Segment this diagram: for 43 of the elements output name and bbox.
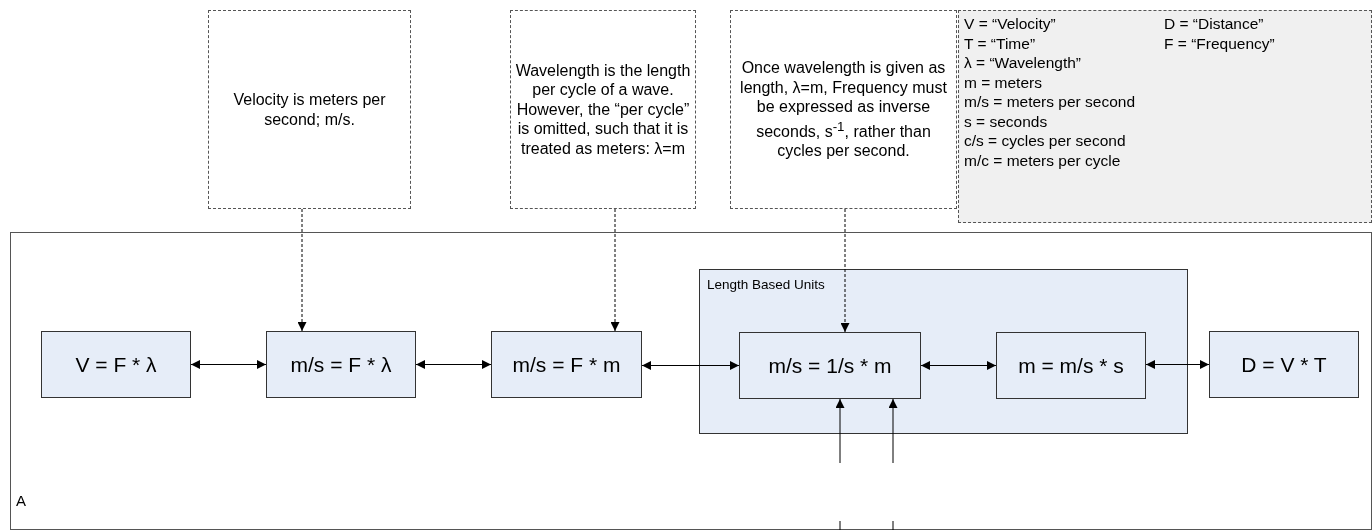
arrow — [1145, 360, 1210, 369]
arrow — [297, 208, 307, 332]
equation-box — [266, 331, 416, 398]
arrow — [415, 360, 492, 369]
equation-box — [1209, 331, 1359, 398]
equation-text: V = F * λ — [75, 352, 157, 377]
key-entry: c/s = cycles per second — [964, 131, 1127, 151]
note-box — [510, 10, 696, 209]
frame-box — [10, 232, 1372, 530]
equation-text: D = V * T — [1241, 352, 1327, 377]
note-text: Velocity is meters per second; m/s. — [232, 90, 387, 129]
group-label: Length Based Units — [707, 277, 825, 292]
arrow — [888, 398, 898, 464]
note-box — [208, 10, 411, 209]
key-entry: m = meters — [964, 72, 1043, 92]
key-entry: m/s = meters per second — [964, 92, 1136, 112]
arrow — [920, 361, 997, 370]
key-entry: D = “Distance” — [1164, 14, 1265, 34]
equation-box — [491, 331, 642, 398]
key-entry: m/c = meters per cycle — [964, 150, 1122, 170]
equation-text: m/s = F * λ — [290, 352, 392, 377]
key-entry: V = “Velocity” — [964, 14, 1057, 34]
arrow — [835, 398, 845, 464]
arrow — [840, 208, 850, 333]
arrow — [190, 360, 267, 369]
equation-text: m/s = F * m — [512, 352, 621, 377]
equation-box — [41, 331, 191, 398]
note-box — [730, 10, 957, 209]
key-entry: T = “Time” — [964, 33, 1037, 53]
group-box — [699, 269, 1188, 434]
key-entry: λ = “Wavelength” — [964, 53, 1082, 73]
arrow — [610, 208, 620, 332]
frame-label: A — [16, 492, 26, 509]
key-entry: s = seconds — [964, 111, 1049, 131]
note-text: Wavelength is the length per cycle of a wave. However, the “per cycle” is omitted, such that it is treated as meters: λ=m — [515, 60, 691, 159]
arrow — [641, 361, 740, 370]
key-box — [958, 10, 1372, 223]
note-text: Once wavelength is given as length, λ=m, Frequency must be expressed as inverse seconds, s$^{-1}$, rather than cycles per second. — [739, 58, 948, 161]
equation-text: m = m/s * s — [1018, 353, 1124, 378]
key-entry: F = “Frequency” — [1164, 33, 1276, 53]
equation-box — [996, 332, 1146, 399]
equation-text: m/s = 1/s * m — [768, 353, 892, 378]
equation-box — [739, 332, 921, 399]
